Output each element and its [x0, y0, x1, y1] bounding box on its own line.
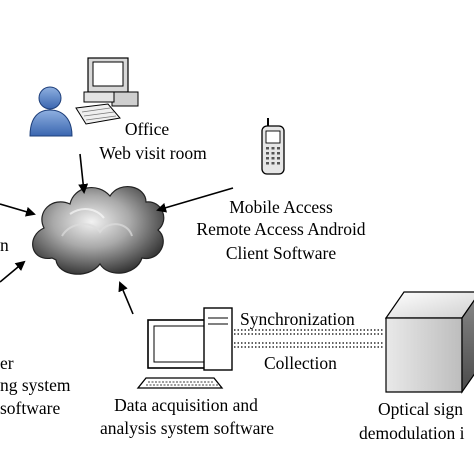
demodulator-box-icon [384, 291, 474, 394]
mobile-label-line2: Remote Access Android [196, 219, 366, 239]
arrow-daq-to-cloud [118, 281, 134, 315]
arrow-office-to-cloud [78, 153, 89, 194]
collection-line [234, 342, 384, 348]
arrow-mobile-to-cloud [156, 187, 234, 213]
mobile-phone-icon [261, 118, 285, 175]
optical-label-line1: Optical sign [378, 399, 464, 419]
synchronization-label: Synchronization [240, 309, 355, 329]
arrow-left-lower-to-cloud [0, 260, 26, 283]
left-partial-label-line1: n [0, 235, 9, 255]
left-partial-label-line3: ng system [0, 375, 71, 395]
arrow-left-upper-to-cloud [0, 203, 36, 217]
cloud-icon [32, 186, 165, 275]
office-label-line2: Web visit room [99, 143, 207, 163]
optical-label-line2: demodulation i [359, 423, 465, 443]
left-partial-label-line2: er [0, 353, 14, 373]
synchronization-line [234, 329, 384, 335]
daq-label-line2: analysis system software [100, 418, 274, 438]
mobile-label-line3: Client Software [225, 243, 337, 263]
daq-label-line1: Data acquisition and [114, 395, 258, 415]
desktop-computer-icon [136, 307, 233, 389]
left-partial-label-line4: software [0, 398, 61, 418]
mobile-label-line1: Mobile Access [229, 197, 333, 217]
office-computer-user-icon [29, 57, 139, 137]
collection-label: Collection [264, 353, 337, 373]
office-label-line1: Office [124, 119, 170, 139]
